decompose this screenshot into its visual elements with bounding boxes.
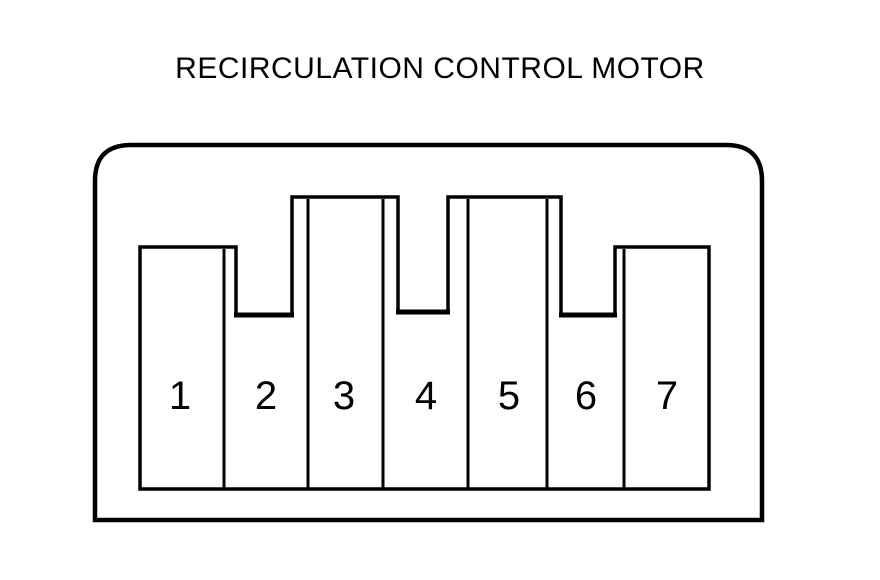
pin-6-label: 6 [575, 374, 597, 418]
pin-5-label: 5 [498, 374, 520, 418]
pin-3-label: 3 [333, 374, 355, 418]
diagram-title: RECIRCULATION CONTROL MOTOR [175, 52, 705, 85]
pin-7-label: 7 [656, 374, 678, 418]
pin-1-label: 1 [169, 374, 191, 418]
pin-divider-lines [222, 199, 626, 489]
pin-4-label: 4 [415, 374, 437, 418]
pin-number-labels: 1 2 3 4 5 6 7 [169, 374, 678, 418]
valley-floor-lines [234, 309, 617, 318]
pin-2-label: 2 [255, 374, 277, 418]
